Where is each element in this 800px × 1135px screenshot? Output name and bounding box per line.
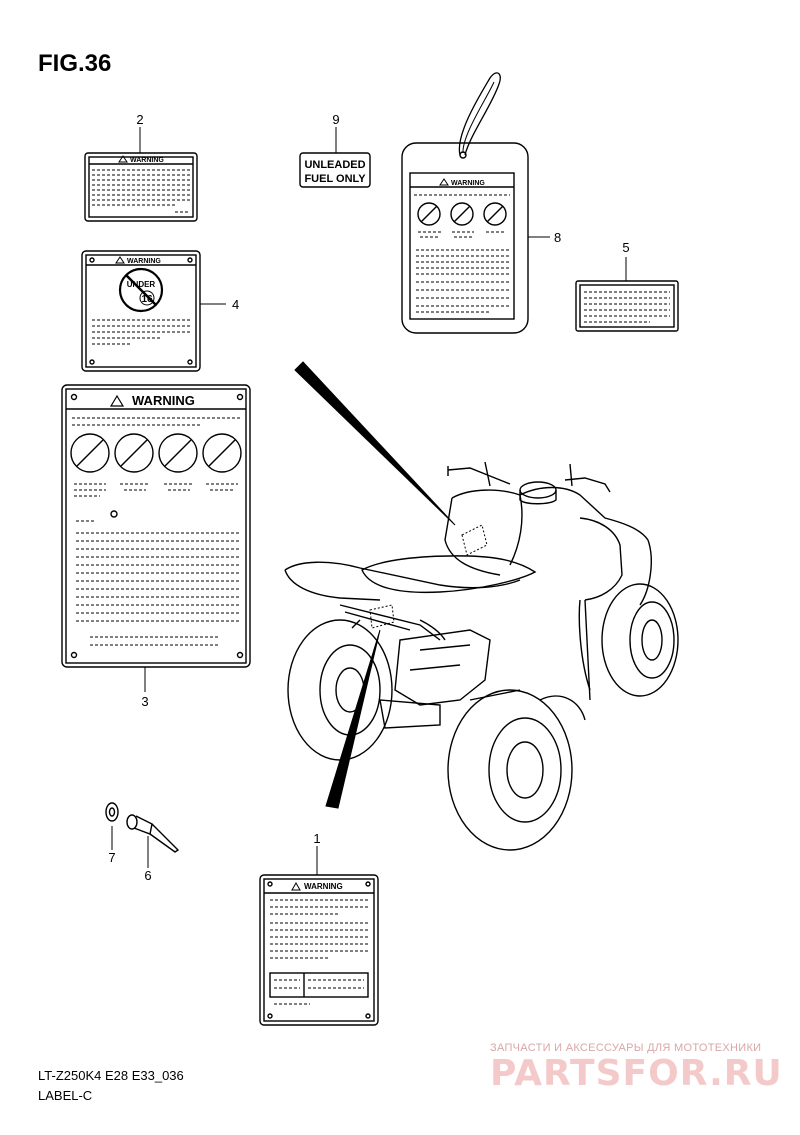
fuel-label-line1: UNLEADED [304,159,365,171]
callout-numbers: 1 2 3 4 5 6 7 8 9 [108,112,629,883]
fuel-label-line2: FUEL ONLY [304,173,366,185]
label-part-1[interactable]: WARNING [259,874,379,1026]
label-part-2[interactable]: WARNING [84,152,198,222]
watermark-tagline: ЗАПЧАСТИ И АКСЕССУАРЫ ДЛЯ МОТОТЕХНИКИ [490,1042,762,1054]
callout-6[interactable]: 6 [144,868,151,883]
label-part-5[interactable] [575,280,679,332]
callout-7[interactable]: 7 [108,850,115,865]
label-3-warning-heading: WARNING [132,393,195,408]
age-number: 16 [141,294,153,305]
label-2-warning-heading: WARNING [130,157,164,164]
callout-5[interactable]: 5 [622,240,629,255]
pointer-wedge-lower [325,629,381,809]
label-part-3[interactable]: WARNING [61,384,251,668]
label-8-warning-heading: WARNING [451,180,485,187]
callout-9[interactable]: 9 [332,112,339,127]
label-part-9[interactable]: UNLEADED FUEL ONLY [299,152,371,188]
callout-1[interactable]: 1 [313,831,320,846]
figure-title: FIG.36 [38,50,112,77]
pin-part-6[interactable] [126,814,180,853]
label-part-4[interactable]: WARNING UNDER 16 [81,250,201,372]
figure-code: LT-Z250K4 E28 E33_036 [38,1068,184,1083]
callout-2[interactable]: 2 [136,112,143,127]
pointer-wedge-upper [294,361,456,526]
callout-8[interactable]: 8 [554,230,561,245]
under-text: UNDER [127,280,156,289]
label-part-8[interactable]: WARNING [401,72,529,334]
label-4-warning-heading: WARNING [127,258,161,265]
callout-3[interactable]: 3 [141,694,148,709]
washer-part-7[interactable] [105,802,119,822]
label-1-warning-heading: WARNING [304,882,343,891]
callout-4[interactable]: 4 [232,297,239,312]
figure-name: LABEL-C [38,1088,93,1103]
watermark-logo: PARTSFOR.RU [490,1053,783,1094]
atv-illustration [284,461,679,851]
